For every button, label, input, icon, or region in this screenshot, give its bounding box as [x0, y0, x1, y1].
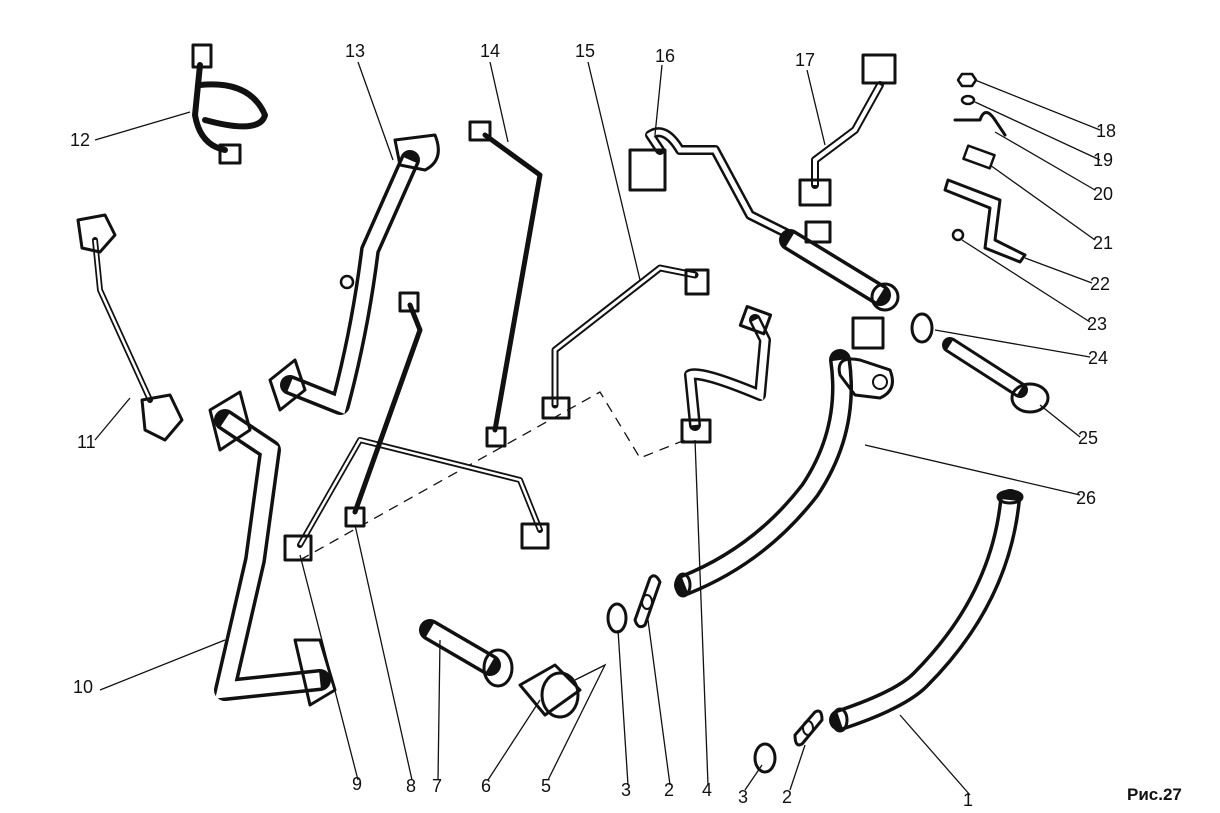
part-2-gasket-upper	[633, 574, 662, 629]
callout-1: 1	[963, 790, 973, 810]
callout-18: 18	[1096, 121, 1116, 141]
callout-9: 9	[352, 774, 362, 794]
callout-5: 5	[541, 776, 551, 796]
callout-8: 8	[406, 776, 416, 796]
callout-15: 15	[575, 41, 595, 61]
part-7-bolt	[419, 619, 514, 688]
part-26-hose	[674, 349, 894, 598]
part-17-tube	[798, 53, 897, 207]
part-4-tube	[680, 304, 773, 444]
part-15-tube	[541, 264, 710, 420]
callout-7: 7	[432, 776, 442, 796]
callout-22: 22	[1090, 274, 1110, 294]
part-11-tube	[76, 213, 184, 442]
part-3-ring-upper	[606, 602, 628, 634]
part-1-hose	[829, 489, 1024, 733]
figure-caption: Рис.27	[1127, 785, 1182, 804]
callout-13: 13	[345, 41, 365, 61]
callout-11: 11	[77, 432, 96, 452]
callout-19: 19	[1093, 150, 1113, 170]
part-22-bracket	[943, 178, 1027, 264]
callout-2-upper: 2	[664, 780, 674, 800]
callout-12: 12	[70, 130, 90, 150]
part-23-bolt	[951, 228, 965, 242]
part-2-gasket-lower	[793, 709, 824, 747]
callout-3-lower: 3	[738, 787, 748, 807]
callout-21: 21	[1093, 233, 1113, 253]
callout-24: 24	[1088, 348, 1108, 368]
assembly-dash-line	[299, 391, 686, 561]
callout-20: 20	[1093, 184, 1113, 204]
callout-4: 4	[702, 780, 712, 800]
callout-17: 17	[795, 50, 815, 70]
part-25-banjo-bolt	[942, 337, 1050, 414]
callout-10: 10	[73, 677, 93, 697]
callout-14: 14	[480, 41, 500, 61]
leader-lines	[94, 61, 1101, 796]
part-21-plate	[962, 144, 996, 170]
part-13-pipe	[268, 133, 440, 415]
part-19-washer	[960, 94, 976, 106]
part-3-ring-lower	[753, 742, 777, 774]
part-16-tee-tube	[628, 127, 900, 350]
callout-26: 26	[1076, 488, 1096, 508]
callout-16: 16	[655, 46, 675, 66]
callout-25: 25	[1078, 428, 1098, 448]
callout-6: 6	[481, 776, 491, 796]
callout-23: 23	[1087, 314, 1107, 334]
callout-2-lower: 2	[782, 787, 792, 807]
part-6-sleeve	[518, 663, 582, 719]
part-12-coiled-tube	[191, 43, 268, 165]
part-24-ring	[910, 312, 934, 344]
part-9-tube	[283, 437, 550, 562]
part-14-tube	[468, 120, 543, 448]
part-18-nut	[956, 72, 978, 88]
part-20-clamp	[953, 111, 1007, 137]
part-10-pipe	[208, 390, 337, 707]
callout-3-upper: 3	[621, 780, 631, 800]
